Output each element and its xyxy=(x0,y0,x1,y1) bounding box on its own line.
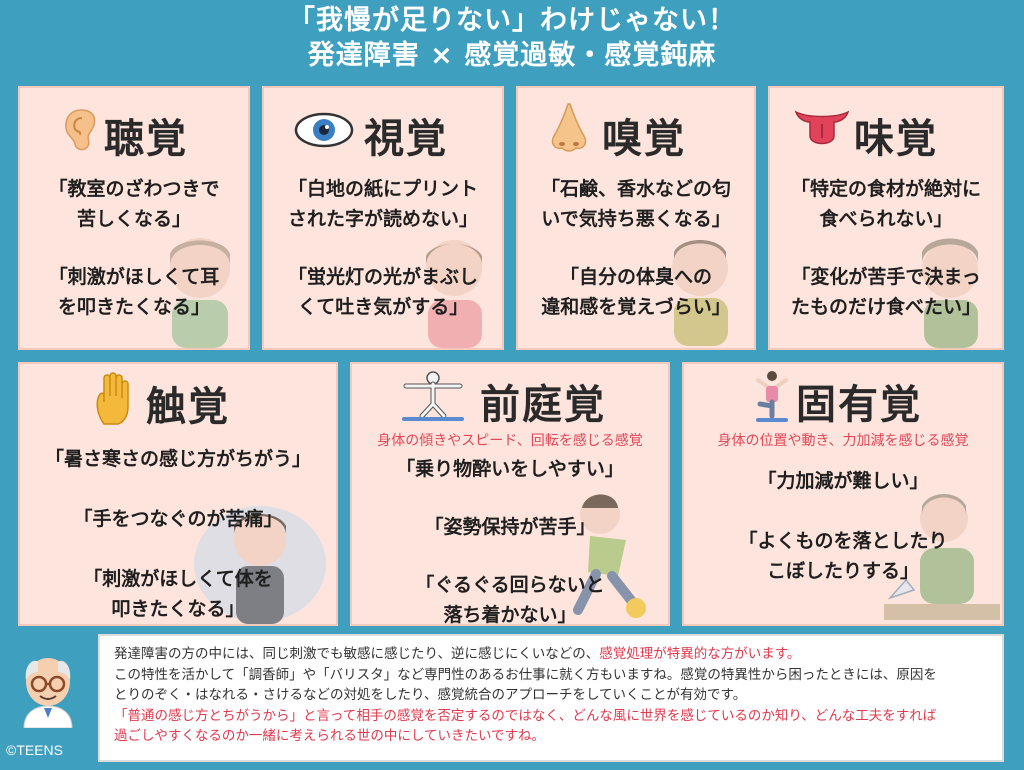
card-taste: 味覚 「特定の食材が絶対に 食べられない」 「変化が苦手で決まっ たものだけ食べ… xyxy=(768,86,1004,350)
quote-line: 「姿勢保持が苦手」 xyxy=(424,516,596,538)
card-subtitle: 身体の傾きやスピード、回転を感じる感覚 xyxy=(377,433,643,449)
quote-line: 「特定の食材が絶対に xyxy=(790,178,981,200)
card-title: 前庭覚 xyxy=(480,382,606,428)
quote-line: こぼしたりする」 xyxy=(766,560,919,582)
quote-line: くて吐き気がする」 xyxy=(297,296,469,318)
card-proprioception: 固有覚 身体の位置や動き、力加減を感じる感覚 「力加減が難しい」 「よくものを落… xyxy=(682,362,1004,626)
hand-icon xyxy=(96,372,129,425)
page-subtitle: 発達障害 × 感覚過敏・感覚鈍麻 xyxy=(307,40,717,71)
info-box: 発達障害の方の中には、同じ刺激でも敏感に感じたり、逆に感じにくいなどの、感覚処理… xyxy=(98,634,1004,762)
quote-line: された字が読めない」 xyxy=(287,208,478,230)
man-illustration xyxy=(672,240,728,346)
info-line: とりのぞく・はなれる・さけるなどの対処をしたり、感覚統合のアプローチをしていくこ… xyxy=(114,687,747,703)
card-touch: 触覚 「暑さ寒さの感じ方がちがう」 「手をつなぐのが苦痛」 「刺激がほしくて体を… xyxy=(18,362,338,626)
card-title: 嗅覚 xyxy=(602,116,686,162)
page-header: 「我慢が足りない」わけじゃない！ 発達障害 × 感覚過敏・感覚鈍麻 xyxy=(0,4,1024,74)
child-illustration xyxy=(170,238,230,348)
quote-line: 「暑さ寒さの感じ方がちがう」 xyxy=(44,448,311,470)
quote-line: 「手をつなぐのが苦痛」 xyxy=(73,508,283,530)
card-smell: 嗅覚 「石鹸、香水などの匂 いで気持ち悪くなる」 「自分の体臭への 違和感を覚え… xyxy=(516,86,756,350)
quote-line: 「よくものを落としたり xyxy=(738,530,948,552)
nose-icon xyxy=(551,103,587,152)
info-highlight-line: 「普通の感じ方とちがうから」と言って相手の感覚を否定するのではなく、どんな風に世… xyxy=(114,707,937,724)
info-highlight: 感覚処理が特異的な方がいます。 xyxy=(599,646,801,662)
quote-line: を叩きたくなる」 xyxy=(57,296,210,318)
card-subtitle: 身体の位置や動き、力加減を感じる感覚 xyxy=(717,433,969,449)
quote-line: 「刺激がほしくて体を xyxy=(83,568,273,590)
yoga-icon xyxy=(756,371,788,422)
quote-line: 「自分の体臭への xyxy=(559,266,712,288)
doctor-avatar xyxy=(23,658,73,728)
tongue-icon xyxy=(794,110,850,145)
quote-line: 「白地の紙にプリント xyxy=(287,178,478,200)
spilling-man-illustration xyxy=(884,494,1000,620)
quote-line: 「力加減が難しい」 xyxy=(757,470,929,492)
page-title: 「我慢が足りない」わけじゃない！ xyxy=(288,5,736,36)
card-title: 味覚 xyxy=(854,116,938,162)
card-title: 視覚 xyxy=(364,116,448,162)
quote-line: たものだけ食べたい」 xyxy=(790,296,981,318)
info-line: この特性を活かして「調香師」や「バリスタ」など専門性のあるお仕事に就く方もいます… xyxy=(114,666,937,683)
person-in-snow-illustration xyxy=(194,506,326,624)
quote-line: 叩きたくなる」 xyxy=(111,598,245,620)
copyright: ©TEENS xyxy=(6,742,63,758)
card-sight: 視覚 「白地の紙にプリント された字が読めない」 「蛍光灯の光がまぶし くて吐き… xyxy=(262,86,504,350)
quote-line: いで気持ち悪くなる」 xyxy=(541,208,731,230)
quote-line: 「乗り物酔いをしやすい」 xyxy=(396,458,624,480)
quote-line: 「石鹸、香水などの匂 xyxy=(540,178,731,200)
card-hearing: 聴覚 「教室のざわつきで 苦しくなる」 「刺激がほしくて耳 を叩きたくなる」 xyxy=(18,86,250,350)
card-title: 触覚 xyxy=(146,384,230,430)
ear-icon xyxy=(65,109,96,151)
quote-line: 苦しくなる」 xyxy=(76,208,191,230)
info-line: 発達障害の方の中には、同じ刺激でも敏感に感じたり、逆に感じにくいなどの、感覚処理… xyxy=(114,644,992,665)
quote-line: 「刺激がほしくて耳 xyxy=(48,266,220,288)
info-text: 発達障害の方の中には、同じ刺激でも敏感に感じたり、逆に感じにくいなどの、 xyxy=(114,646,600,662)
quote-line: 落ち着かない」 xyxy=(443,604,577,626)
card-title: 聴覚 xyxy=(104,116,188,162)
quote-line: 「ぐるぐる回らないと xyxy=(415,574,605,596)
boy-illustration xyxy=(922,238,978,348)
eye-icon xyxy=(294,112,354,148)
running-child-illustration xyxy=(573,494,646,618)
quote-line: 「変化が苦手で決まっ xyxy=(791,266,981,288)
quote-line: 違和感を覚えづらい」 xyxy=(541,296,731,318)
info-highlight-line: 過ごしやすくなるのか一緒に考えられる世の中にしていきたいですね。 xyxy=(114,728,546,744)
card-title: 固有覚 xyxy=(796,382,922,428)
balance-icon xyxy=(402,371,464,421)
quote-line: 「教室のざわつきで xyxy=(48,178,220,200)
card-vestibular: 前庭覚 身体の傾きやスピード、回転を感じる感覚 「乗り物酔いをしやすい」 「姿勢… xyxy=(350,362,670,626)
quote-line: 食べられない」 xyxy=(819,208,953,230)
woman-illustration xyxy=(425,240,483,348)
quote-line: 「蛍光灯の光がまぶし xyxy=(287,266,478,288)
